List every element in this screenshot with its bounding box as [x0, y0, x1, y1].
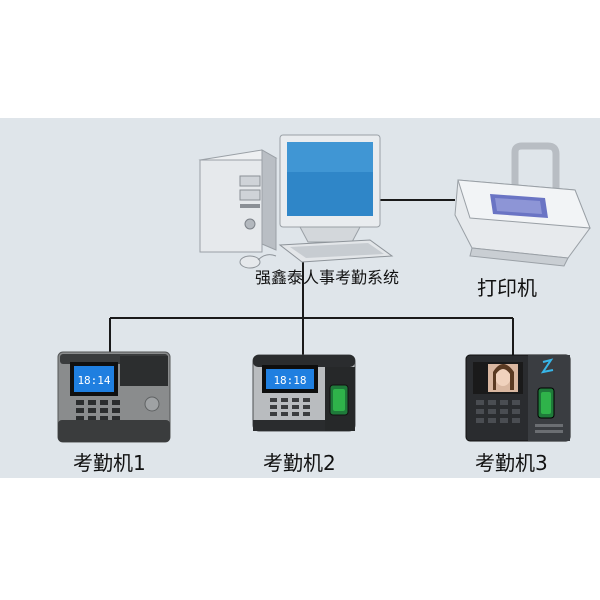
- connection-lines: [109, 199, 514, 355]
- attendance-device-1-icon: 18:14: [57, 351, 171, 443]
- mouse-icon: [239, 254, 277, 269]
- device1-screen-time: 18:14: [77, 374, 110, 387]
- attendance-device-2-icon: 18:18: [252, 354, 356, 432]
- attendance-device-3-icon: [465, 354, 571, 442]
- computer-tower-icon: [198, 149, 278, 253]
- device3-label: 考勤机3: [475, 451, 548, 475]
- keyboard-icon: [278, 239, 394, 263]
- device1-label: 考勤机1: [73, 451, 146, 475]
- device2-label: 考勤机2: [263, 451, 336, 475]
- system-label: 强鑫泰人事考勤系统: [255, 268, 400, 287]
- device2-screen-time: 18:18: [273, 374, 306, 387]
- printer-label: 打印机: [477, 276, 537, 300]
- printer-icon: [454, 142, 591, 267]
- monitor-icon: [279, 134, 381, 243]
